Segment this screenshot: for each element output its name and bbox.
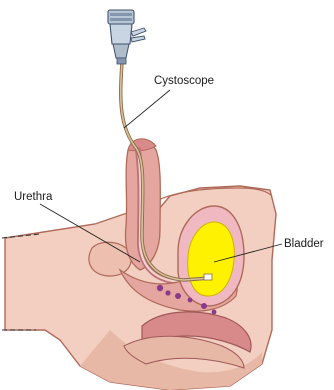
leader-cystoscope: [124, 90, 170, 128]
scope-eyepiece-top: [108, 10, 134, 24]
cystoscope-head: [108, 10, 146, 64]
scope-body: [110, 24, 132, 44]
gland-4: [188, 298, 193, 303]
gland-1: [157, 285, 163, 291]
scope-side-port: [131, 28, 146, 36]
scope-eyepiece-ring-2: [110, 18, 132, 21]
label-cystoscope: Cystoscope: [154, 75, 214, 87]
scope-neck: [113, 44, 129, 58]
scope-eyepiece-ring: [110, 13, 132, 16]
scope-side-port-2: [131, 36, 145, 42]
scrotum: [89, 242, 131, 276]
scope-collar: [117, 58, 126, 64]
scope-tip: [204, 274, 212, 280]
gland-3: [175, 293, 181, 299]
gland-2: [165, 290, 170, 295]
label-urethra: Urethra: [14, 191, 53, 203]
label-bladder: Bladder: [284, 238, 324, 250]
gland-5: [201, 303, 207, 309]
